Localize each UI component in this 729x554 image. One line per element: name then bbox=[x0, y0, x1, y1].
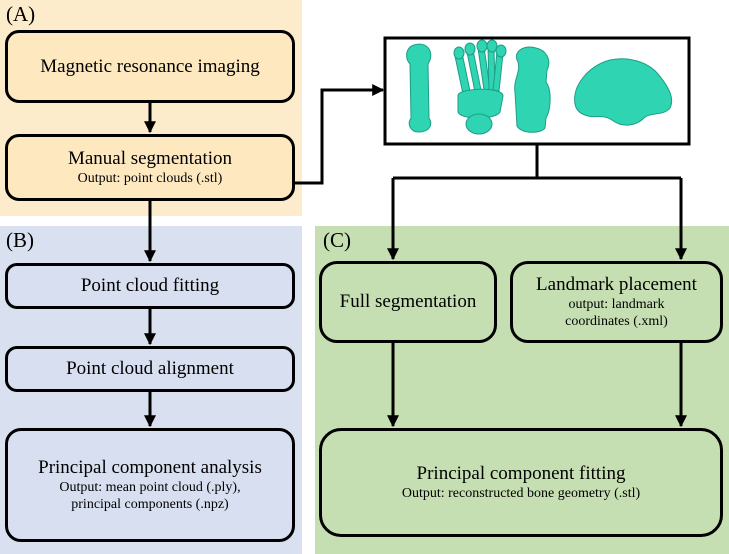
talus-bone-icon bbox=[574, 58, 673, 126]
mri-title: Magnetic resonance imaging bbox=[40, 55, 260, 77]
foot-skeleton-icon bbox=[453, 39, 507, 135]
pca-output-line2: principal components (.npz) bbox=[71, 497, 229, 512]
panel-b-tag: (B) bbox=[6, 228, 34, 252]
arrow-segmentation-to-bones bbox=[295, 84, 385, 185]
manual-segmentation-output: Output: point clouds (.stl) bbox=[77, 171, 223, 186]
pca-box: Principal component analysis Output: mea… bbox=[5, 428, 295, 542]
pca-title: Principal component analysis bbox=[38, 457, 262, 478]
landmark-placement-title: Landmark placement bbox=[536, 274, 697, 295]
landmark-output-line2: coordinates (.xml) bbox=[565, 314, 668, 329]
full-segmentation-title: Full segmentation bbox=[339, 291, 477, 312]
principal-component-fitting-output: Output: reconstructed bone geometry (.st… bbox=[401, 486, 641, 501]
manual-segmentation-box: Manual segmentation Output: point clouds… bbox=[5, 134, 295, 201]
principal-component-fitting-box: Principal component fitting Output: reco… bbox=[319, 428, 723, 537]
connectors bbox=[144, 84, 687, 428]
point-cloud-fitting-title: Point cloud fitting bbox=[80, 275, 220, 296]
panel-a-tag: (A) bbox=[6, 2, 36, 26]
panel-c-tag: (C) bbox=[323, 228, 351, 252]
long-bone-icon bbox=[406, 43, 432, 133]
manual-segmentation-title: Manual segmentation bbox=[67, 148, 233, 169]
point-cloud-fitting-box: Point cloud fitting bbox=[5, 263, 295, 309]
landmark-placement-box: Landmark placement output: landmark coor… bbox=[510, 261, 723, 343]
point-cloud-alignment-title: Point cloud alignment bbox=[66, 358, 234, 379]
pca-output-line1: Output: mean point cloud (.ply), bbox=[59, 480, 241, 495]
hindfoot-bone-icon bbox=[514, 46, 551, 133]
bone-renderings bbox=[406, 39, 673, 135]
point-cloud-alignment-box: Point cloud alignment bbox=[5, 346, 295, 392]
landmark-output-line1: output: landmark bbox=[568, 297, 665, 312]
principal-component-fitting-title: Principal component fitting bbox=[416, 463, 626, 484]
mri-box: Magnetic resonance imaging bbox=[5, 30, 295, 103]
full-segmentation-box: Full segmentation bbox=[319, 261, 497, 343]
